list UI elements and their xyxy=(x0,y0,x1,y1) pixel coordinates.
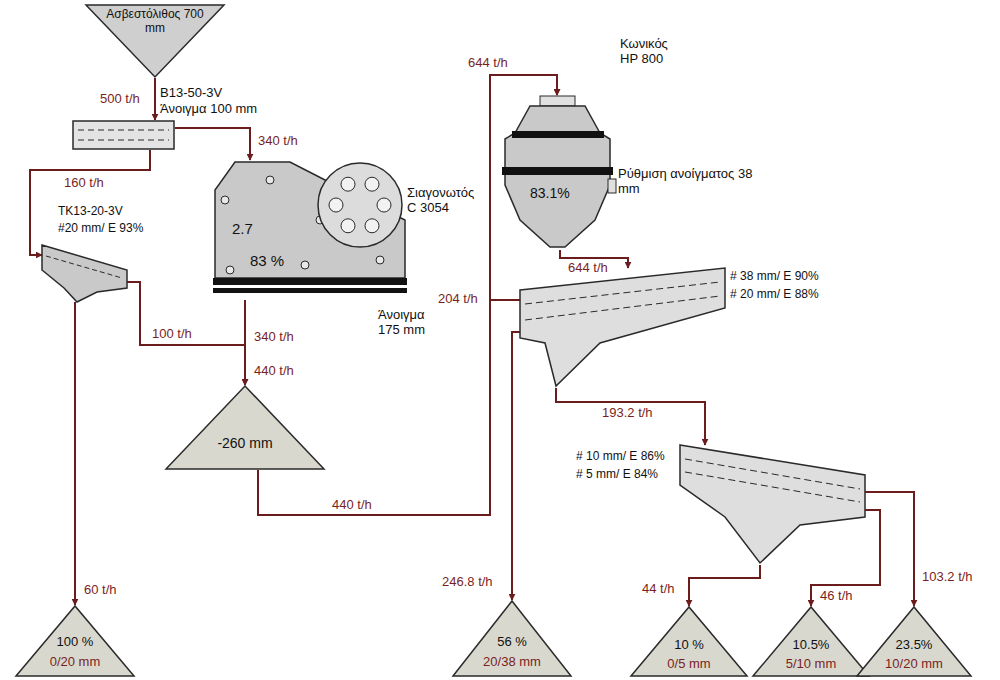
double-deck-screen-shape xyxy=(520,268,725,388)
node-text: 2.7 xyxy=(232,220,253,237)
double-deck-screen: # 10 mm/ E 86%# 5 mm/ E 84% xyxy=(680,445,865,565)
node-text: Ασβεστόλιθος 700 mm xyxy=(105,8,205,36)
node-text: Ρύθμιση ανοίγματος 38 mm xyxy=(618,167,758,197)
node-text: 56 % xyxy=(452,635,572,650)
node-text: 10.5% xyxy=(752,638,870,653)
flow-line xyxy=(154,78,156,120)
flow-line xyxy=(865,492,914,606)
node-text: B13-50-3V xyxy=(160,86,222,101)
node-text: TK13-20-3V xyxy=(58,205,123,219)
grizzly-feeder-shape xyxy=(72,120,175,150)
flow-rate: 340 t/h xyxy=(256,134,300,149)
flow-rate: 160 t/h xyxy=(62,176,106,191)
node-text: Άνοιγμα 175 mm xyxy=(378,308,448,338)
node-text: Κωνικός HP 800 xyxy=(620,37,682,67)
flow-rate: 500 t/h xyxy=(98,92,142,107)
node-text: # 5 mm/ E 84% xyxy=(576,468,658,482)
flow-line xyxy=(512,332,520,600)
scalping-screen-shape xyxy=(42,240,127,302)
flow-rate: 246.8 t/h xyxy=(440,575,495,590)
flow-rate: 440 t/h xyxy=(252,364,296,379)
product-pile: 23.5% 10/20 mm xyxy=(856,606,972,677)
flow-rate: 100 t/h xyxy=(150,327,194,342)
flow-line xyxy=(811,510,880,606)
flow-rate: 644 t/h xyxy=(566,261,610,276)
node-text: Σιαγονωτός C 3054 xyxy=(407,186,485,216)
flow-rate: 340 t/h xyxy=(252,330,296,345)
grizzly-feeder: B13-50-3VΆνοιγμα 100 mm xyxy=(72,120,175,150)
double-deck-screen: # 38 mm/ E 90%# 20 mm/ E 88% xyxy=(520,268,725,388)
flow-rate: 103.2 t/h xyxy=(920,570,975,585)
feed-hopper: Ασβεστόλιθος 700 mm xyxy=(85,4,225,78)
cone-crusher: Κωνικός HP 80083.1%Ρύθμιση ανοίγματος 38… xyxy=(500,95,615,250)
node-text: -260 mm xyxy=(165,435,325,451)
node-text: 20/38 mm xyxy=(452,655,572,670)
stockpile-shape xyxy=(165,385,325,470)
node-text: # 20 mm/ E 88% xyxy=(730,288,819,302)
flow-rate: 46 t/h xyxy=(818,589,855,604)
node-text: # 10 mm/ E 86% xyxy=(576,450,665,464)
node-text: 100 % xyxy=(15,635,135,650)
product-pile: 10 % 0/5 mm xyxy=(630,606,748,677)
flow-rate: 44 t/h xyxy=(640,582,677,597)
node-text: # 38 mm/ E 90% xyxy=(730,270,819,284)
node-text: 23.5% xyxy=(856,638,972,653)
node-text: 5/10 mm xyxy=(752,657,870,672)
flow-line xyxy=(127,282,245,385)
flow-rate: 193.2 t/h xyxy=(600,406,655,421)
product-pile: 100 % 0/20 mm xyxy=(15,605,135,677)
flow-rate: 60 t/h xyxy=(82,583,119,598)
node-text: 83 % xyxy=(250,252,284,269)
node-text: 0/20 mm xyxy=(15,655,135,670)
jaw-crusher: Σιαγονωτός C 30542.783 %Άνοιγμα 175 mm xyxy=(210,160,415,300)
stockpile: -260 mm xyxy=(165,385,325,470)
node-text: Άνοιγμα 100 mm xyxy=(160,102,257,117)
node-text: 10/20 mm xyxy=(856,657,972,672)
flow-rate: 204 t/h xyxy=(436,292,480,307)
flow-line xyxy=(74,302,76,605)
flow-line xyxy=(244,300,246,385)
cone-crusher-shape xyxy=(500,95,615,250)
product-pile: 56 % 20/38 mm xyxy=(452,600,572,677)
node-text: 0/5 mm xyxy=(630,657,748,672)
flow-rate: 440 t/h xyxy=(330,498,374,513)
product-pile: 10.5% 5/10 mm xyxy=(752,606,870,677)
flow-line xyxy=(689,565,760,606)
double-deck-screen-shape xyxy=(680,445,865,565)
flow-rate: 644 t/h xyxy=(466,56,510,71)
scalping-screen: TK13-20-3V#20 mm/ E 93% xyxy=(42,240,127,302)
node-text: 83.1% xyxy=(530,185,570,201)
node-text: 10 % xyxy=(630,638,748,653)
flow-line xyxy=(175,128,250,160)
flow-line xyxy=(556,388,705,445)
node-text: #20 mm/ E 93% xyxy=(58,222,143,236)
flow-line xyxy=(30,150,150,255)
